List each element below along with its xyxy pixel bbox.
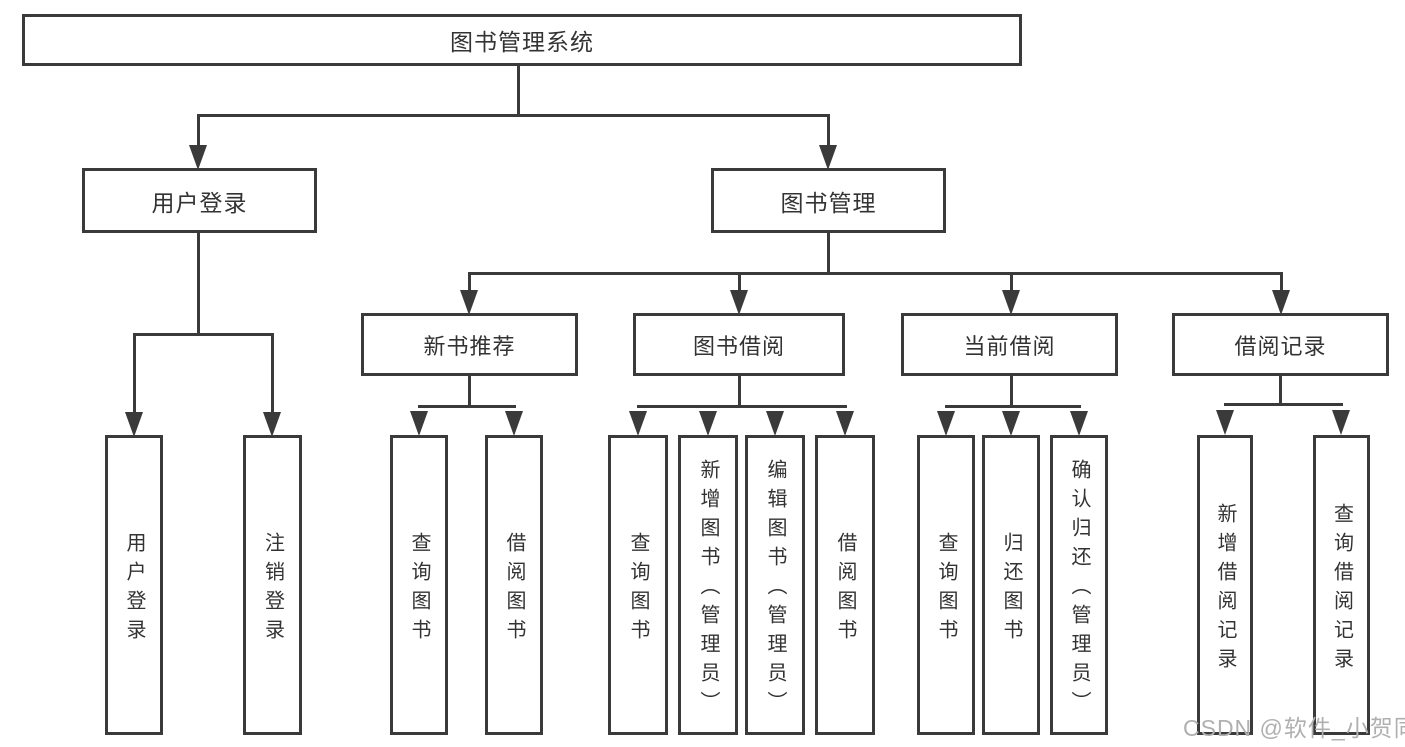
leaf-label: 编辑图书（管理员） bbox=[764, 459, 786, 720]
node-book-borrow: 图书借阅 bbox=[633, 313, 845, 376]
connector-current-borrow-bus bbox=[945, 405, 1081, 408]
leaf-edit-book-admin: 编辑图书（管理员） bbox=[745, 435, 805, 735]
arrowhead-query-borrow-record bbox=[1332, 410, 1350, 435]
leaf-query-book-current: 查询图书 bbox=[917, 435, 975, 735]
connector-stub-user-login bbox=[197, 114, 200, 146]
node-borrow-records: 借阅记录 bbox=[1172, 313, 1389, 376]
leaf-confirm-return-admin: 确认归还（管理员） bbox=[1050, 435, 1108, 735]
leaf-label: 查询图书 bbox=[935, 531, 957, 648]
connector-borrow-records-bus bbox=[1224, 403, 1343, 406]
leaf-label: 确认归还（管理员） bbox=[1068, 459, 1090, 720]
connector-stub-borrow-records bbox=[1280, 272, 1283, 290]
node-new-book-recommend: 新书推荐 bbox=[361, 313, 578, 376]
node-book-management: 图书管理 bbox=[711, 168, 946, 233]
leaf-label: 归还图书 bbox=[1000, 531, 1022, 648]
leaf-label: 借阅图书 bbox=[503, 531, 525, 648]
connector-book-borrow-vertical bbox=[738, 376, 741, 407]
leaf-label: 注销登录 bbox=[261, 531, 284, 648]
connector-stub-leaf-login bbox=[133, 333, 136, 413]
connector-root-vertical bbox=[517, 66, 520, 116]
connector-stub-new-book-rec bbox=[468, 272, 471, 290]
arrowhead-current-borrow bbox=[1002, 290, 1020, 315]
connector-current-borrow-vertical bbox=[1010, 376, 1013, 407]
connector-book-mgmt-vertical bbox=[827, 233, 830, 274]
connector-new-book-rec-vertical bbox=[468, 376, 471, 407]
arrowhead-user-login bbox=[189, 145, 207, 170]
node-label: 当前借阅 bbox=[963, 333, 1056, 359]
leaf-query-borrow-record: 查询借阅记录 bbox=[1313, 435, 1370, 735]
leaf-query-book-borrow: 查询图书 bbox=[608, 435, 668, 735]
arrowhead-borrow-records bbox=[1272, 290, 1290, 315]
arrowhead-confirm-return bbox=[1070, 411, 1088, 436]
leaf-label: 查询借阅记录 bbox=[1330, 502, 1353, 677]
arrowhead-return-book bbox=[1002, 411, 1020, 436]
arrowhead-add-borrow-record bbox=[1216, 410, 1234, 435]
csdn-watermark: CSDN @软件_小贺同学 bbox=[1183, 715, 1405, 741]
arrowhead-borrow-book-c bbox=[836, 411, 854, 436]
node-label: 图书管理系统 bbox=[450, 29, 594, 55]
connector-user-login-bus bbox=[133, 333, 274, 336]
connector-book-borrow-bus bbox=[637, 405, 847, 408]
arrowhead-query-book-b bbox=[410, 411, 428, 436]
node-label: 新书推荐 bbox=[423, 333, 516, 359]
leaf-borrow-book: 借阅图书 bbox=[815, 435, 875, 735]
node-current-borrow: 当前借阅 bbox=[901, 313, 1118, 376]
connector-stub-current-borrow bbox=[1010, 272, 1013, 290]
connector-new-book-rec-bus bbox=[418, 405, 516, 408]
arrowhead-leaf-login bbox=[125, 412, 143, 437]
arrowhead-new-book-rec bbox=[460, 290, 478, 315]
leaf-label: 用户登录 bbox=[123, 531, 145, 648]
arrowhead-query-book-d bbox=[937, 411, 955, 436]
leaf-label: 新增借阅记录 bbox=[1214, 502, 1236, 677]
leaf-add-book-admin: 新增图书（管理员） bbox=[678, 435, 738, 735]
connector-stub-leaf-logout bbox=[271, 333, 274, 413]
node-label: 用户登录 bbox=[151, 189, 248, 216]
connector-level1-bus bbox=[197, 114, 830, 117]
node-label: 图书管理 bbox=[780, 189, 877, 216]
connector-borrow-records-vertical bbox=[1279, 374, 1282, 405]
leaf-add-borrow-record: 新增借阅记录 bbox=[1197, 435, 1253, 735]
node-library-management-system: 图书管理系统 bbox=[22, 14, 1022, 66]
node-label: 借阅记录 bbox=[1234, 333, 1327, 359]
leaf-label: 借阅图书 bbox=[834, 531, 856, 648]
arrowhead-query-book-c bbox=[629, 411, 647, 436]
leaf-user-login: 用户登录 bbox=[105, 435, 163, 735]
leaf-logout: 注销登录 bbox=[243, 435, 302, 735]
connector-stub-book-borrow bbox=[738, 272, 741, 290]
leaf-borrow-book-newrec: 借阅图书 bbox=[485, 435, 543, 735]
connector-stub-book-mgmt bbox=[827, 114, 830, 146]
arrowhead-leaf-logout bbox=[263, 412, 281, 437]
node-label: 图书借阅 bbox=[692, 333, 785, 359]
leaf-label: 查询图书 bbox=[627, 531, 649, 648]
arrowhead-add-book bbox=[699, 411, 717, 436]
arrowhead-edit-book bbox=[766, 411, 784, 436]
arrowhead-book-mgmt bbox=[819, 145, 837, 170]
arrowhead-borrow-book-b bbox=[505, 411, 523, 436]
node-user-login: 用户登录 bbox=[82, 168, 317, 233]
connector-level2-bus bbox=[468, 272, 1282, 275]
leaf-return-book: 归还图书 bbox=[982, 435, 1040, 735]
leaf-label: 新增图书（管理员） bbox=[697, 459, 719, 720]
leaf-label: 查询图书 bbox=[408, 531, 430, 648]
leaf-query-book-newrec: 查询图书 bbox=[390, 435, 448, 735]
connector-user-login-vertical bbox=[197, 233, 200, 335]
arrowhead-book-borrow bbox=[730, 290, 748, 315]
